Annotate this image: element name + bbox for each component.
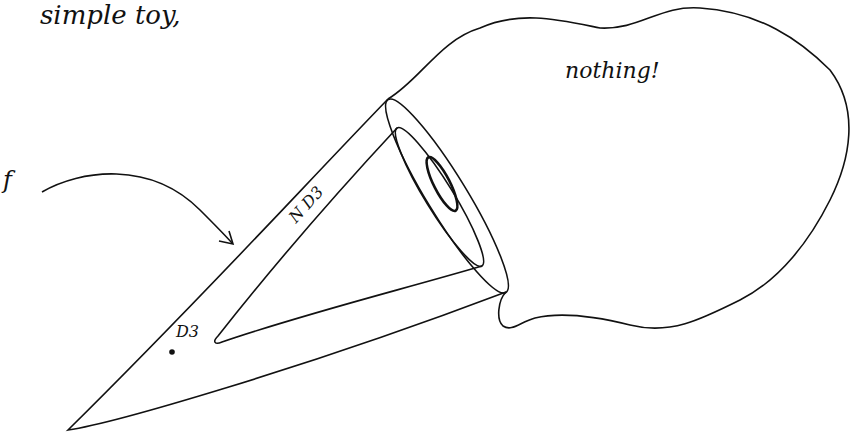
empty-region-outline	[380, 0, 865, 345]
arrow-head	[219, 231, 233, 244]
sketch-label: N D3	[285, 182, 327, 226]
brane-dot	[169, 349, 175, 355]
outer-throat-outline	[55, 85, 520, 435]
sketch-label: D3	[176, 322, 199, 341]
pointer-arrow	[42, 174, 232, 243]
outer-throat: D3 N D3	[55, 85, 520, 435]
inner-throat-outline	[205, 115, 495, 350]
note-heading: simple toy,	[40, 0, 181, 30]
inner-throat: N D3	[205, 115, 495, 350]
sketch-label: nothing!	[565, 58, 660, 83]
empty-region: nothing!	[380, 0, 865, 345]
margin-letter: f	[3, 166, 12, 194]
